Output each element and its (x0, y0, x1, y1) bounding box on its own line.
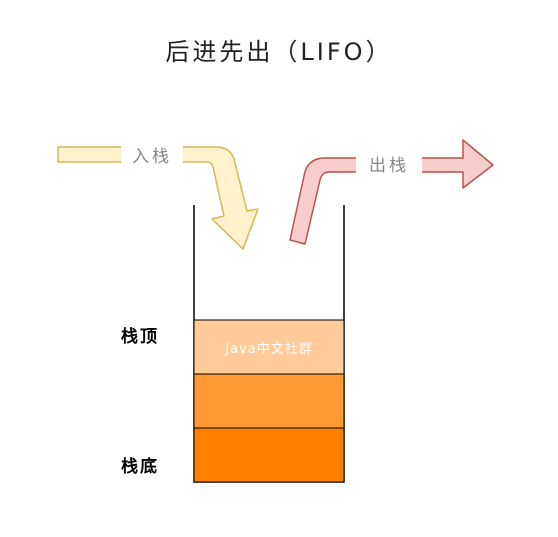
diagram-title: 后进先出（LIFO） (165, 38, 393, 66)
stack-block-middle (193, 373, 345, 429)
push-label-bg (121, 144, 183, 166)
pop-label-bg (356, 154, 422, 176)
stack-bottom-label: 栈底 (121, 456, 159, 477)
push-arrow (57, 146, 259, 250)
stack-top-label: 栈顶 (121, 326, 159, 347)
pop-arrow (289, 139, 494, 245)
stack-block-top (193, 319, 345, 375)
stack-top-element-text: Java中文社群 (224, 341, 312, 357)
pop-label: 出栈 (369, 156, 409, 176)
push-label: 入栈 (132, 147, 172, 167)
stack-block-bottom (193, 427, 345, 483)
